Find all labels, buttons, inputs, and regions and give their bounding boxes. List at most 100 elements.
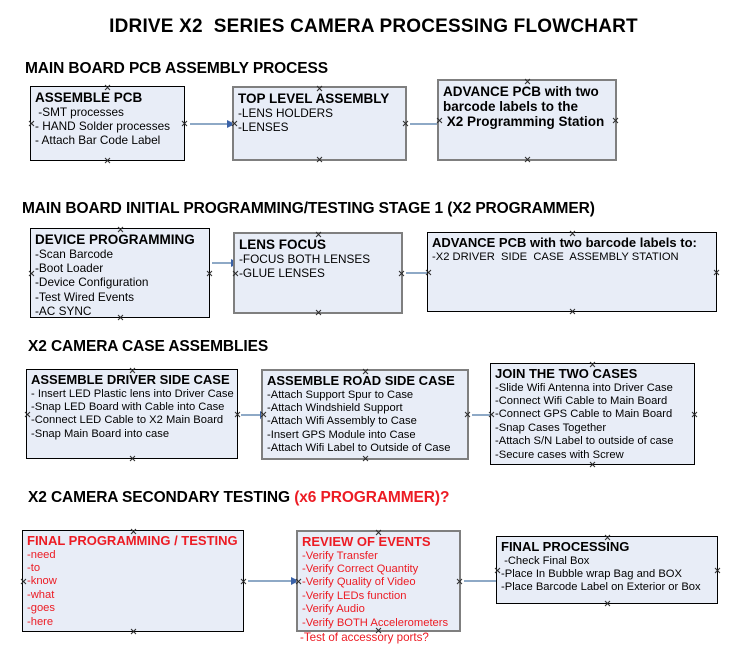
node-line: barcode labels to the: [443, 99, 579, 115]
resize-handle-right[interactable]: [456, 578, 463, 585]
resize-handle-left[interactable]: [20, 578, 27, 585]
node-line: -Test Wired Events: [35, 289, 134, 304]
resize-handle-top[interactable]: [569, 230, 576, 237]
node-assemble-pcb[interactable]: ASSEMBLE PCB -SMT processes - HAND Solde…: [30, 86, 185, 161]
resize-handle-left[interactable]: [494, 567, 501, 574]
node-assemble-road-side-case[interactable]: ASSEMBLE ROAD SIDE CASE -Attach Support …: [261, 369, 469, 460]
page-title: IDRIVE X2 SERIES CAMERA PROCESSING FLOWC…: [109, 16, 638, 37]
node-lens-focus[interactable]: LENS FOCUS -FOCUS BOTH LENSES -GLUE LENS…: [233, 232, 403, 314]
resize-handle-right[interactable]: [713, 269, 720, 276]
section-heading-4-text: X2 CAMERA SECONDARY TESTING: [28, 489, 295, 506]
resize-handle-right[interactable]: [464, 411, 471, 418]
resize-handle-right[interactable]: [691, 411, 698, 418]
node-advance-pcb-driver-side[interactable]: ADVANCE PCB with two barcode labels to: …: [427, 232, 717, 312]
node-line: -Check Final Box: [501, 554, 590, 567]
resize-handle-bottom[interactable]: [362, 455, 369, 462]
node-title: JOIN THE TWO CASES: [495, 366, 638, 381]
resize-handle-right[interactable]: [181, 120, 188, 127]
node-line-overflow: -Test of accessory ports?: [300, 631, 429, 644]
resize-handle-left[interactable]: [28, 120, 35, 127]
resize-handle-bottom[interactable]: [524, 156, 531, 163]
node-line: -FOCUS BOTH LENSES: [239, 252, 371, 267]
node-line: -SMT processes: [35, 105, 124, 120]
resize-handle-bottom[interactable]: [117, 314, 124, 321]
resize-handle-right[interactable]: [714, 567, 721, 574]
resize-handle-top[interactable]: [524, 78, 531, 85]
section-heading-4: X2 CAMERA SECONDARY TESTING (x6 PROGRAMM…: [28, 489, 449, 507]
node-final-processing[interactable]: FINAL PROCESSING -Check Final Box -Place…: [496, 536, 718, 604]
resize-handle-top[interactable]: [315, 231, 322, 238]
resize-handle-bottom[interactable]: [104, 157, 111, 164]
node-line: -Snap LED Board with Cable into Case: [31, 400, 225, 413]
node-line: -here: [27, 615, 54, 628]
node-title: ASSEMBLE ROAD SIDE CASE: [267, 373, 455, 388]
node-join-the-two-cases[interactable]: JOIN THE TWO CASES -Slide Wifi Antenna i…: [490, 363, 695, 465]
resize-handle-left[interactable]: [260, 411, 267, 418]
resize-handle-right[interactable]: [402, 120, 409, 127]
node-title: TOP LEVEL ASSEMBLY: [238, 91, 390, 106]
node-line: -Attach Windshield Support: [267, 401, 403, 414]
node-line: -know: [27, 575, 57, 588]
node-line: -Connect LED Cable to X2 Main Board: [31, 414, 224, 427]
node-line: - Attach Bar Code Label: [35, 133, 161, 148]
resize-handle-left[interactable]: [232, 270, 239, 277]
resize-handle-right[interactable]: [240, 578, 247, 585]
node-assemble-driver-side-case[interactable]: ASSEMBLE DRIVER SIDE CASE - Insert LED P…: [26, 369, 238, 459]
resize-handle-right[interactable]: [398, 270, 405, 277]
resize-handle-top[interactable]: [316, 85, 323, 92]
node-line: -Verify Quality of Video: [302, 576, 416, 589]
resize-handle-top[interactable]: [129, 367, 136, 374]
node-top-level-assembly[interactable]: TOP LEVEL ASSEMBLY -LENS HOLDERS -LENSES: [232, 86, 407, 161]
node-review-of-events[interactable]: REVIEW OF EVENTS -Verify Transfer -Verif…: [296, 530, 461, 632]
node-line: -to: [27, 561, 41, 574]
resize-handle-left[interactable]: [24, 411, 31, 418]
node-line: -Place In Bubble wrap Bag and BOX: [501, 567, 682, 580]
resize-handle-left[interactable]: [488, 411, 495, 418]
resize-handle-left[interactable]: [28, 270, 35, 277]
resize-handle-bottom[interactable]: [129, 455, 136, 462]
node-line: -Insert GPS Module into Case: [267, 428, 416, 441]
resize-handle-left[interactable]: [231, 120, 238, 127]
node-line: -Verify BOTH Accelerometers: [302, 616, 449, 629]
section-heading-3: X2 CAMERA CASE ASSEMBLIES: [28, 338, 269, 355]
resize-handle-right[interactable]: [206, 270, 213, 277]
node-title: LENS FOCUS: [239, 237, 327, 252]
resize-handle-bottom[interactable]: [604, 600, 611, 607]
resize-handle-top[interactable]: [589, 361, 596, 368]
node-device-programming[interactable]: DEVICE PROGRAMMING -Scan Barcode -Boot L…: [30, 228, 210, 318]
node-line: -Attach Support Spur to Case: [267, 388, 414, 401]
node-final-programming-testing[interactable]: FINAL PROGRAMMING / TESTING -need -to -k…: [22, 530, 244, 632]
node-line: - HAND Solder processes: [35, 119, 171, 134]
node-line: - Insert LED Plastic lens into Driver Ca…: [31, 387, 234, 400]
resize-handle-bottom[interactable]: [130, 628, 137, 635]
resize-handle-top[interactable]: [117, 226, 124, 233]
resize-handle-left[interactable]: [425, 269, 432, 276]
node-line: -Attach Wifi Label to Outside of Case: [267, 442, 451, 455]
node-title: DEVICE PROGRAMMING: [35, 232, 195, 247]
node-line: -Verify Transfer: [302, 549, 378, 562]
resize-handle-right[interactable]: [612, 117, 619, 124]
resize-handle-right[interactable]: [234, 411, 241, 418]
resize-handle-left[interactable]: [436, 117, 443, 124]
resize-handle-top[interactable]: [362, 368, 369, 375]
resize-handle-top[interactable]: [375, 529, 382, 536]
resize-handle-bottom[interactable]: [316, 156, 323, 163]
resize-handle-bottom[interactable]: [569, 308, 576, 315]
node-line: -Verify LEDs function: [302, 589, 407, 602]
resize-handle-top[interactable]: [104, 84, 111, 91]
node-title: FINAL PROCESSING: [501, 539, 630, 554]
node-line: -Connect GPS Cable to Main Board: [495, 408, 673, 421]
resize-handle-bottom[interactable]: [315, 309, 322, 316]
resize-handle-left[interactable]: [295, 578, 302, 585]
node-line: -Connect Wifi Cable to Main Board: [495, 394, 668, 407]
node-line: -what: [27, 588, 55, 601]
node-line: -Slide Wifi Antenna into Driver Case: [495, 381, 673, 394]
node-advance-pcb-station[interactable]: ADVANCE PCB with two barcode labels to t…: [437, 79, 617, 161]
resize-handle-bottom[interactable]: [589, 461, 596, 468]
node-line: -need: [27, 548, 56, 561]
resize-handle-top[interactable]: [130, 528, 137, 535]
node-title: ASSEMBLE DRIVER SIDE CASE: [31, 372, 230, 387]
resize-handle-top[interactable]: [604, 534, 611, 541]
node-line: -LENSES: [238, 120, 289, 135]
